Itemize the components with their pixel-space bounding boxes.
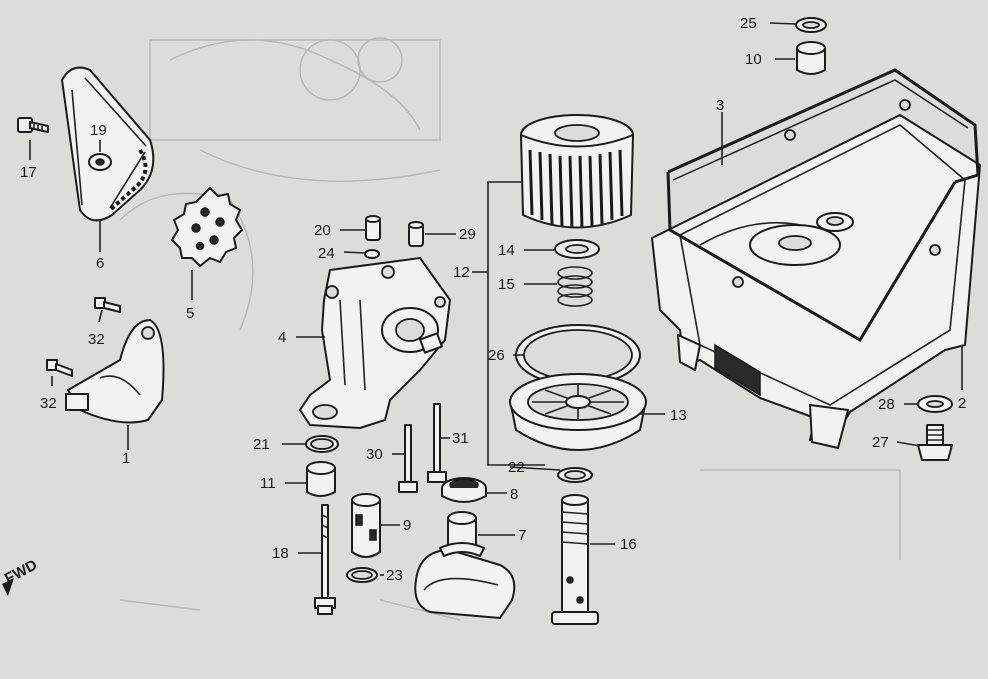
callout-9: 9 bbox=[403, 517, 411, 534]
callout-21: 21 bbox=[253, 436, 270, 453]
part-9-sleeve bbox=[351, 493, 381, 558]
callout-labels: 1 2 3 4 5 6 7 8 9 10 11 12 13 14 15 16 1… bbox=[20, 15, 966, 584]
part-23-o-ring bbox=[346, 567, 378, 583]
part-13-filter-cover bbox=[509, 373, 647, 451]
callout-11: 11 bbox=[260, 475, 276, 492]
callout-16: 16 bbox=[620, 536, 637, 553]
part-24-o-ring bbox=[364, 249, 380, 259]
part-26-o-ring bbox=[515, 324, 641, 386]
part-4-oil-pump bbox=[299, 257, 451, 429]
callout-24: 24 bbox=[318, 245, 335, 262]
callout-26: 26 bbox=[488, 347, 505, 364]
part-2-oil-pan bbox=[651, 114, 981, 449]
callout-18: 18 bbox=[272, 545, 289, 562]
callout-32-upper: 32 bbox=[88, 331, 105, 348]
fwd-direction-marker: FWD bbox=[2, 556, 40, 596]
part-22-o-ring bbox=[557, 467, 593, 483]
part-32-bolt-upper bbox=[94, 297, 121, 313]
callout-28: 28 bbox=[878, 396, 895, 413]
part-6-chain-guide bbox=[61, 66, 155, 222]
callout-5: 5 bbox=[186, 305, 194, 322]
callout-27: 27 bbox=[872, 434, 889, 451]
part-25-washer bbox=[795, 17, 827, 33]
part-19-washer bbox=[88, 153, 112, 171]
callout-1: 1 bbox=[122, 450, 130, 467]
callout-6: 6 bbox=[96, 255, 104, 272]
callout-23: 23 bbox=[386, 567, 403, 584]
callout-3: 3 bbox=[716, 97, 724, 114]
part-31-bolt bbox=[427, 403, 447, 483]
part-17-bolt bbox=[17, 117, 49, 133]
part-14-washer bbox=[554, 239, 600, 259]
part-7-strainer bbox=[414, 511, 516, 619]
callout-25: 25 bbox=[740, 15, 757, 32]
callout-7: 7 bbox=[518, 527, 526, 544]
callout-14: 14 bbox=[498, 242, 515, 259]
callout-12: 12 bbox=[453, 264, 470, 281]
part-15-spring bbox=[557, 266, 593, 307]
callout-13: 13 bbox=[670, 407, 687, 424]
part-20-dowel bbox=[365, 215, 381, 241]
oil-filter bbox=[520, 114, 634, 229]
part-5-sprocket bbox=[171, 187, 243, 267]
callout-2: 2 bbox=[958, 395, 966, 412]
callout-19: 19 bbox=[90, 122, 107, 139]
part-8-seal bbox=[441, 477, 487, 503]
part-1-guard-plate bbox=[65, 319, 165, 424]
part-28-washer bbox=[917, 395, 953, 413]
callout-8: 8 bbox=[510, 486, 518, 503]
part-10-collar bbox=[796, 41, 826, 75]
callout-20: 20 bbox=[314, 222, 331, 239]
part-29-dowel bbox=[408, 221, 424, 247]
part-12-bracket-line bbox=[487, 181, 545, 466]
part-30-bolt bbox=[398, 424, 418, 493]
leader-lines bbox=[29, 22, 963, 576]
callout-29: 29 bbox=[459, 226, 476, 243]
callout-32-lower: 32 bbox=[40, 395, 57, 412]
part-3-gasket bbox=[666, 68, 980, 343]
part-18-long-bolt bbox=[314, 504, 336, 615]
part-32-bolt-lower bbox=[46, 359, 73, 377]
fwd-label: FWD bbox=[2, 556, 40, 587]
part-21-o-ring bbox=[305, 435, 339, 453]
callout-15: 15 bbox=[498, 276, 515, 293]
fwd-arrow-icon bbox=[2, 578, 14, 596]
part-16-relief-valve bbox=[551, 494, 599, 625]
callout-10: 10 bbox=[745, 51, 762, 68]
callout-17: 17 bbox=[20, 164, 37, 181]
callout-4: 4 bbox=[278, 329, 286, 346]
callout-30: 30 bbox=[366, 446, 383, 463]
callout-31: 31 bbox=[452, 430, 469, 447]
part-27-drain-bolt bbox=[917, 424, 953, 461]
callout-22: 22 bbox=[508, 459, 525, 476]
part-11-collar bbox=[306, 461, 336, 497]
